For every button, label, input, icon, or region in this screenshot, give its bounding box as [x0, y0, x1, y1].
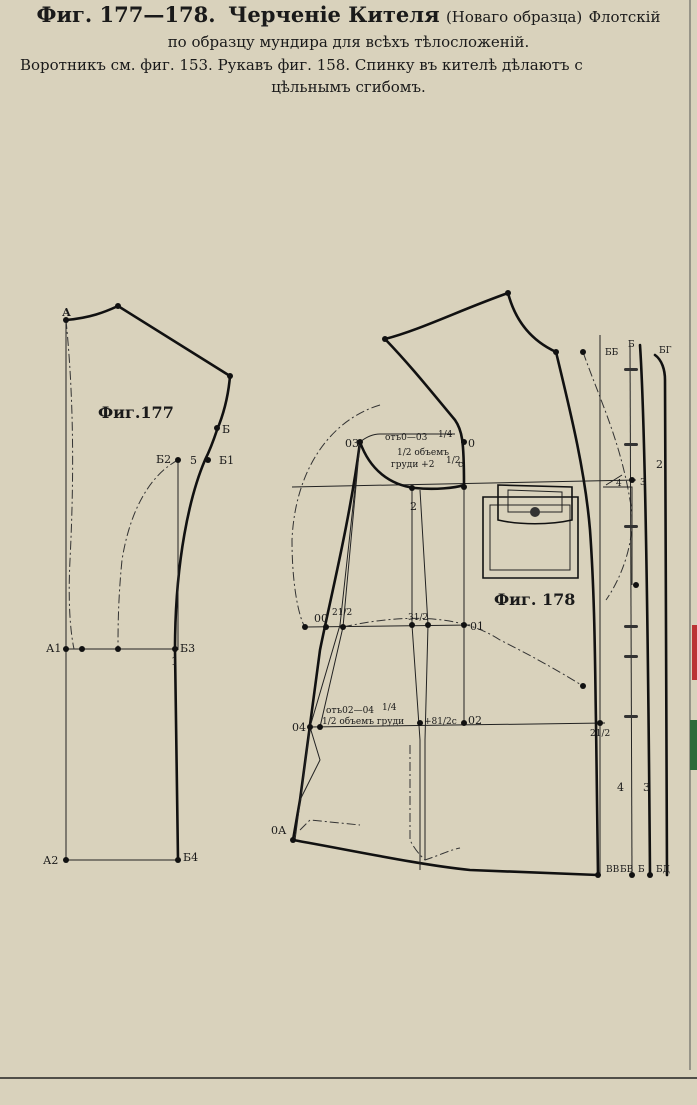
fig178-line-02 — [309, 722, 606, 728]
fig178-back-inner — [294, 441, 361, 841]
fig178-note1-frac: 1/4 — [438, 430, 453, 440]
fig178-label-04: 04 — [292, 721, 306, 734]
fig178-label-01: 01 — [470, 620, 484, 633]
subtitle-paren: (Новаго образца) — [445, 8, 583, 26]
fig-number: Фиг. 177—178. — [36, 2, 216, 27]
fig178-label-2-side: 2· — [656, 458, 667, 471]
fig178-front-edge — [554, 350, 600, 877]
fig178-label-BbottomV: БВ — [620, 865, 634, 875]
fig177-label-A1: А1 — [46, 642, 61, 655]
fig178-back-seam — [291, 440, 362, 842]
fig178-note5b: +81/2с — [424, 717, 457, 727]
fig177-dashed-back — [65, 319, 75, 650]
fig178-strip-4 — [653, 353, 669, 877]
page-edge-tab — [692, 625, 697, 680]
title-tail: Флотскій — [588, 8, 661, 26]
fig178-label-Bbottom2: Б — [638, 865, 645, 875]
fig178-note2: 1/2 объемъ — [397, 447, 449, 458]
fig178-label-3b: 3 — [643, 781, 650, 794]
fig178-label-0A: 0А — [271, 824, 287, 837]
fig177-drawing: Фиг.177 А Б Б2 5 Б1 А1 Б3 1 А2 Б4 — [43, 303, 234, 867]
fig178-line-01 — [304, 624, 471, 628]
page-edge-tab-green — [690, 720, 697, 770]
fig178-label-BB: ББ — [605, 348, 619, 358]
fig178-note3: груди +2 — [391, 460, 434, 470]
header-title-line: Фиг. 177—178. Черченіе Кителя (Новаго об… — [0, 2, 697, 27]
fig178-title: Фиг. 178 — [494, 590, 575, 609]
fig177-label-B: Б — [222, 423, 230, 436]
fig178-label-00: 00 — [314, 612, 328, 625]
fig177-thick-outline — [64, 304, 232, 862]
header-line-2: по образцу мундира для всѣхъ тѣлосложені… — [167, 33, 530, 51]
fig178-dashed-hem — [299, 819, 361, 831]
fig178-pocket-flap-inner — [507, 489, 563, 513]
fig178-pocket-inner — [489, 504, 571, 571]
fig178-pocket-flap — [497, 484, 573, 525]
fig178-label-2: 2 — [410, 500, 417, 513]
fig178-label-02: 02 — [468, 714, 482, 727]
fig178-side-dart-left — [411, 490, 421, 870]
fig178-dashed-lower — [409, 745, 461, 861]
fig178-label-4b: 4 — [617, 781, 624, 794]
fig178-note4: отъ02—04 — [326, 706, 374, 716]
fig177-label-1: 1 — [171, 655, 178, 668]
fig178-strip-2 — [629, 344, 633, 876]
fig178-note1: отъ0—03 — [385, 433, 428, 443]
fig178-label-2half-a: 21/2 — [332, 608, 352, 618]
fig178-label-03: 03 — [345, 437, 359, 450]
fig178-strip-detail — [603, 486, 633, 585]
fig177-back-outline — [65, 320, 178, 861]
title: Черченіе Кителя — [228, 2, 440, 27]
fig178-label-3half: 31/2 — [408, 613, 428, 623]
fig177-label-A2: А2 — [43, 854, 58, 867]
fig177-title: Фиг.177 — [98, 403, 174, 422]
fig178-note3-frac: 1/2 — [446, 456, 460, 466]
fig178-dashed-pocket — [342, 617, 584, 687]
fig178-dashed-sleeve — [291, 404, 381, 628]
fig178-hem — [291, 838, 600, 877]
fig178-strip-3 — [638, 343, 652, 877]
fig177-label-B3: Б3 — [180, 642, 195, 655]
fig178-label-3: 3 — [640, 478, 646, 488]
fig178-label-4: 4 — [616, 479, 622, 489]
fig177-label-B1: Б1 — [219, 454, 234, 467]
fig178-lapel — [383, 337, 466, 487]
fig178-label-BD: БД — [656, 865, 670, 875]
fig178-label-0: 0 — [468, 437, 475, 450]
fig177-label-5: 5 — [190, 454, 197, 467]
header-line-4: цѣльнымъ сгибомъ. — [271, 78, 426, 96]
fig178-note5: 1/2 объемъ груди — [322, 716, 404, 727]
fig178-label-2half-b: 21/2 — [590, 729, 610, 739]
fig178-note4-frac: 1/4 — [382, 703, 397, 713]
fig178-collar — [383, 291, 558, 354]
fig177-label-A: А — [62, 306, 71, 319]
fig178-label-BV: ВВ — [606, 865, 620, 875]
fig178-side-dart-right — [419, 489, 429, 860]
fig178-dashed-front — [582, 351, 633, 601]
fig178-label-B: Б — [628, 340, 635, 350]
fig177-label-B4: Б4 — [183, 851, 198, 864]
header-line-3: Воротникъ см. фиг. 153. Рукавъ фиг. 158.… — [20, 56, 583, 74]
fig178-drawing: Фиг. 178 03 0 отъ0—03 1/4 1/2 объемъ гру… — [271, 290, 672, 878]
fig178-pocket-button — [530, 507, 540, 517]
fig178-lower-seam — [299, 726, 321, 801]
fig178-label-BG: БГ — [659, 346, 672, 356]
fig177-dashed-arm — [117, 459, 179, 650]
fig178-pocket-outer — [482, 496, 579, 579]
fig177-label-B2: Б2 — [156, 453, 171, 466]
fig178-strip-detail2 — [605, 474, 623, 486]
fig178-label-c: с — [458, 460, 463, 470]
